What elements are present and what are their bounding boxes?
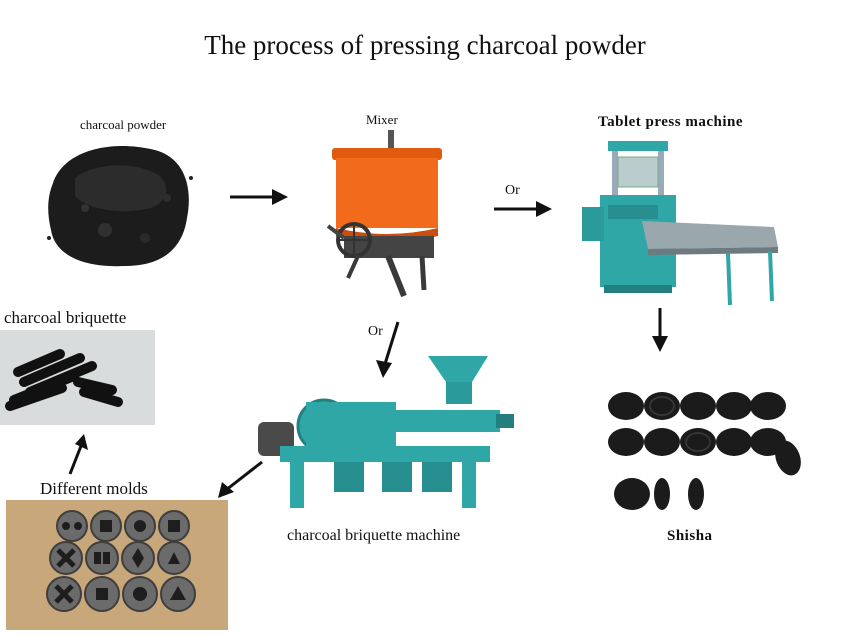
arrow-to-different-molds: [218, 460, 263, 498]
tablet-press-label: Tablet press machine: [598, 114, 744, 130]
diagram-title: The process of pressing charcoal powder: [204, 30, 646, 60]
different-molds-image: [6, 500, 228, 630]
shisha-label: Shisha: [667, 528, 713, 544]
arrow-to-tablet-press: [494, 201, 552, 217]
or-label-middle: Or: [368, 324, 383, 339]
briquette-machine-label: charcoal briquette machine: [287, 527, 461, 544]
arrow-to-shisha: [652, 308, 668, 352]
tablet-press-image: [582, 141, 778, 306]
arrow-to-charcoal-briquette: [68, 434, 88, 475]
arrow-to-mixer: [230, 189, 288, 205]
mixer-label: Mixer: [366, 112, 398, 127]
charcoal-powder-label: charcoal powder: [80, 117, 167, 132]
or-label-top: Or: [505, 183, 520, 198]
briquette-machine-image: [258, 356, 514, 508]
charcoal-briquette-label: charcoal briquette: [4, 308, 127, 327]
arrow-to-briquette-machine: [376, 321, 400, 378]
mixer-image: [326, 130, 442, 298]
charcoal-powder-image: [47, 146, 193, 267]
charcoal-briquette-image: [0, 330, 155, 425]
different-molds-label: Different molds: [40, 479, 148, 498]
shisha-image: [608, 392, 801, 510]
